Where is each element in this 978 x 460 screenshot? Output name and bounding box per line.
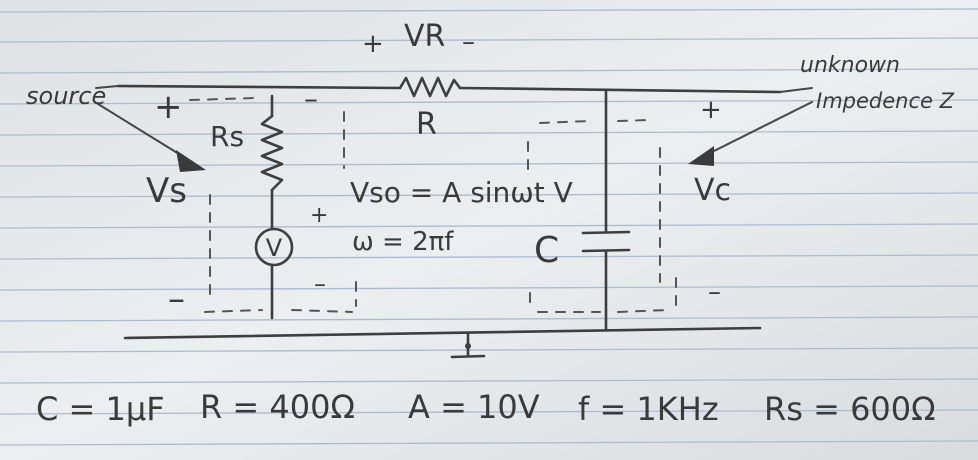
given-a: A = 10V <box>408 388 540 426</box>
impedance-leader-line <box>779 87 813 93</box>
meter-plus-sign: + <box>310 203 328 228</box>
vc-minus-sign: – <box>708 277 721 307</box>
circuit-wires <box>116 84 782 358</box>
omega-equation: ω = 2πf <box>352 227 454 257</box>
resistor-r-label: R <box>416 107 437 142</box>
voltmeter-label: V <box>266 234 283 262</box>
given-f: f = 1KHz <box>578 390 719 428</box>
rs-label: Rs <box>210 120 244 153</box>
vs-minus-sign: – <box>168 279 185 319</box>
source-leader-line <box>95 85 119 89</box>
source-arrow <box>97 103 206 172</box>
vr-minus-sign: – <box>462 27 475 57</box>
impedance-arrow <box>688 101 813 166</box>
loop-c-dashes <box>527 120 601 313</box>
loop-vs-dashes <box>189 97 263 313</box>
meter-minus-sign: – <box>314 270 326 298</box>
voltmeter-symbol <box>254 227 294 267</box>
source-label: source <box>26 82 106 110</box>
unknown-label: unknown <box>800 53 900 78</box>
rs-top-minus-sign: – <box>304 82 318 115</box>
vs-label: Vs <box>146 171 187 211</box>
vc-plus-sign: + <box>700 95 722 125</box>
loop-middle-dashes <box>291 111 357 313</box>
loop-vc-dashes <box>617 119 677 313</box>
resistor-rs-symbol <box>260 114 284 192</box>
vso-equation: Vso = A sinωt V <box>350 176 573 209</box>
impedance-label: Impedence Z <box>816 89 955 113</box>
vr-label: VR <box>404 19 445 54</box>
capacitor-label: C <box>534 230 559 271</box>
resistor-r-symbol <box>398 76 462 98</box>
given-rs: Rs = 600Ω <box>764 390 936 428</box>
vc-label: Vc <box>694 173 731 208</box>
ruled-lines <box>0 8 978 446</box>
given-r: R = 400Ω <box>200 388 355 426</box>
ground-symbol <box>450 343 486 359</box>
capacitor-symbol <box>581 230 631 253</box>
vs-plus-sign: + <box>154 87 183 127</box>
vr-plus-sign: + <box>362 29 384 59</box>
given-c: C = 1μF <box>36 390 165 428</box>
